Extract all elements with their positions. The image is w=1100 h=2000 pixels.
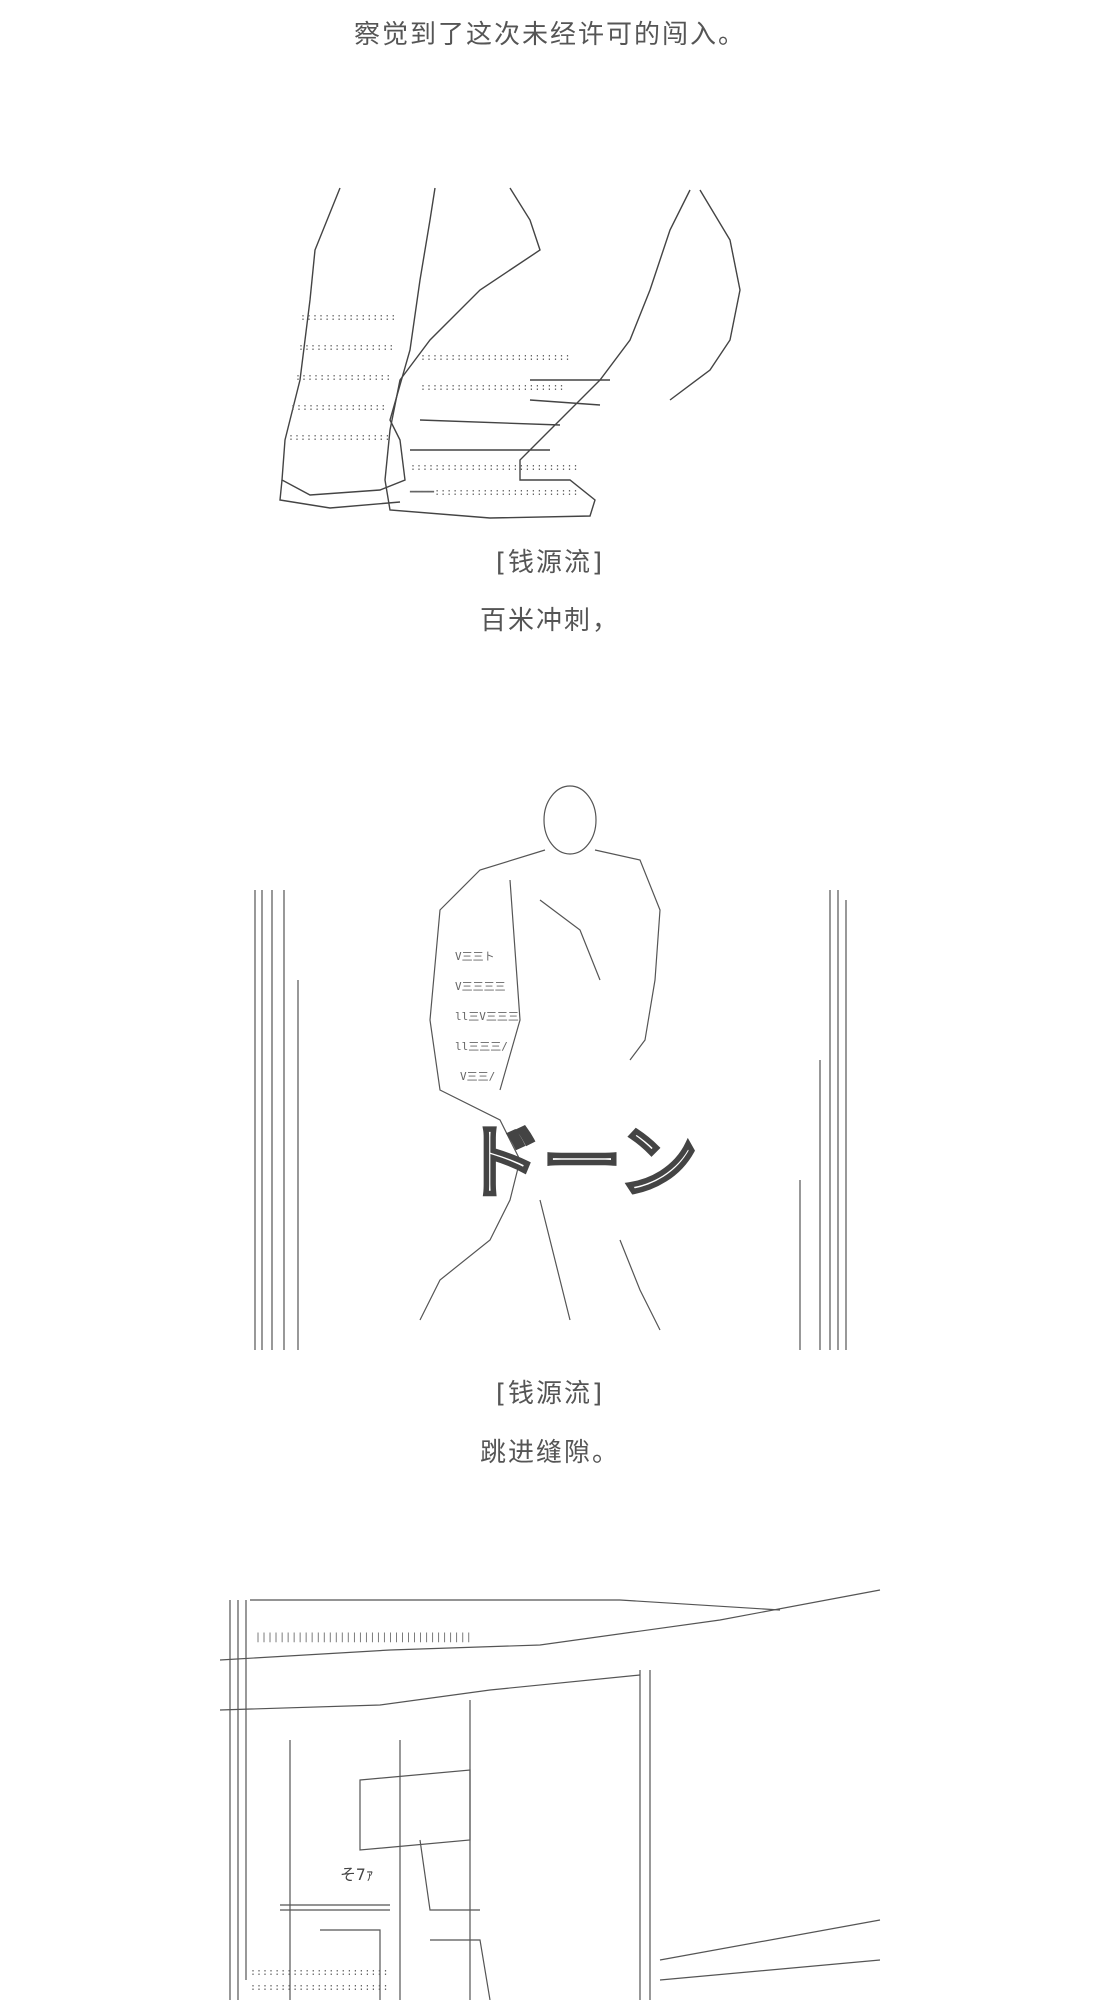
svg-text:ll三V三三三: ll三V三三三 [455, 1010, 519, 1023]
svg-text::::::::::::::::::::::::: ::::::::::::::::::::::: [250, 1967, 388, 1978]
svg-text:ll三三三/: ll三三三/ [455, 1040, 508, 1053]
leaping-figure-illustration: V三三ト V三三三三 ll三V三三三 ll三三三/ V三三/ ドーン [254, 785, 847, 1350]
svg-text::::::::::::::::::: ::::::::::::::::: [288, 432, 390, 443]
svg-text:V三三/: V三三/ [460, 1070, 495, 1083]
svg-text::::::::::::::::::::::::::: ::::::::::::::::::::::::: [420, 352, 571, 363]
svg-text:::::::::::::::::: :::::::::::::::: [295, 372, 391, 383]
intro-caption: 察觉到了这次未经许可的闯入。 [353, 20, 746, 50]
svg-text:::::::::::::::::::::::::::::: :::::::::::::::::::::::::::: [410, 462, 579, 473]
speaker-tag-2: [钱源流] [495, 1379, 605, 1409]
svg-text:::::::::::::::::::::::::: :::::::::::::::::::::::: [420, 382, 565, 393]
dialogue-line-1: 百米冲刺， [479, 606, 620, 636]
svg-text::::::::::::::::::::::::: ::::::::::::::::::::::: [250, 1982, 388, 1993]
svg-text:::::::::::::::::: :::::::::::::::: [300, 312, 396, 323]
sound-effect-text: ドーン [462, 1116, 698, 1209]
svg-text:V三三三三: V三三三三 [455, 980, 506, 993]
speaker-tag-1: [钱源流] [495, 548, 605, 578]
svg-text:||||||||||||||||||||||||||||||: |||||||||||||||||||||||||||||||||||| [255, 1632, 472, 1643]
svg-text:::::::::::::::::: :::::::::::::::: [290, 402, 386, 413]
dialogue-line-2: 跳进缝隙。 [479, 1438, 620, 1468]
svg-text:::::::::::::::::: :::::::::::::::: [298, 342, 394, 353]
svg-text:V三三ト: V三三ト [455, 950, 495, 963]
running-legs-illustration: :::::::::::::::: :::::::::::::::: ::::::… [279, 187, 741, 519]
svg-text:━━━━::::::::::::::::::::::::: ━━━━:::::::::::::::::::::::: [409, 487, 579, 498]
sign-text: そ7ｧ [340, 1865, 374, 1884]
alley-gap-illustration: |||||||||||||||||||||||||||||||||||| :::… [220, 1589, 881, 2000]
